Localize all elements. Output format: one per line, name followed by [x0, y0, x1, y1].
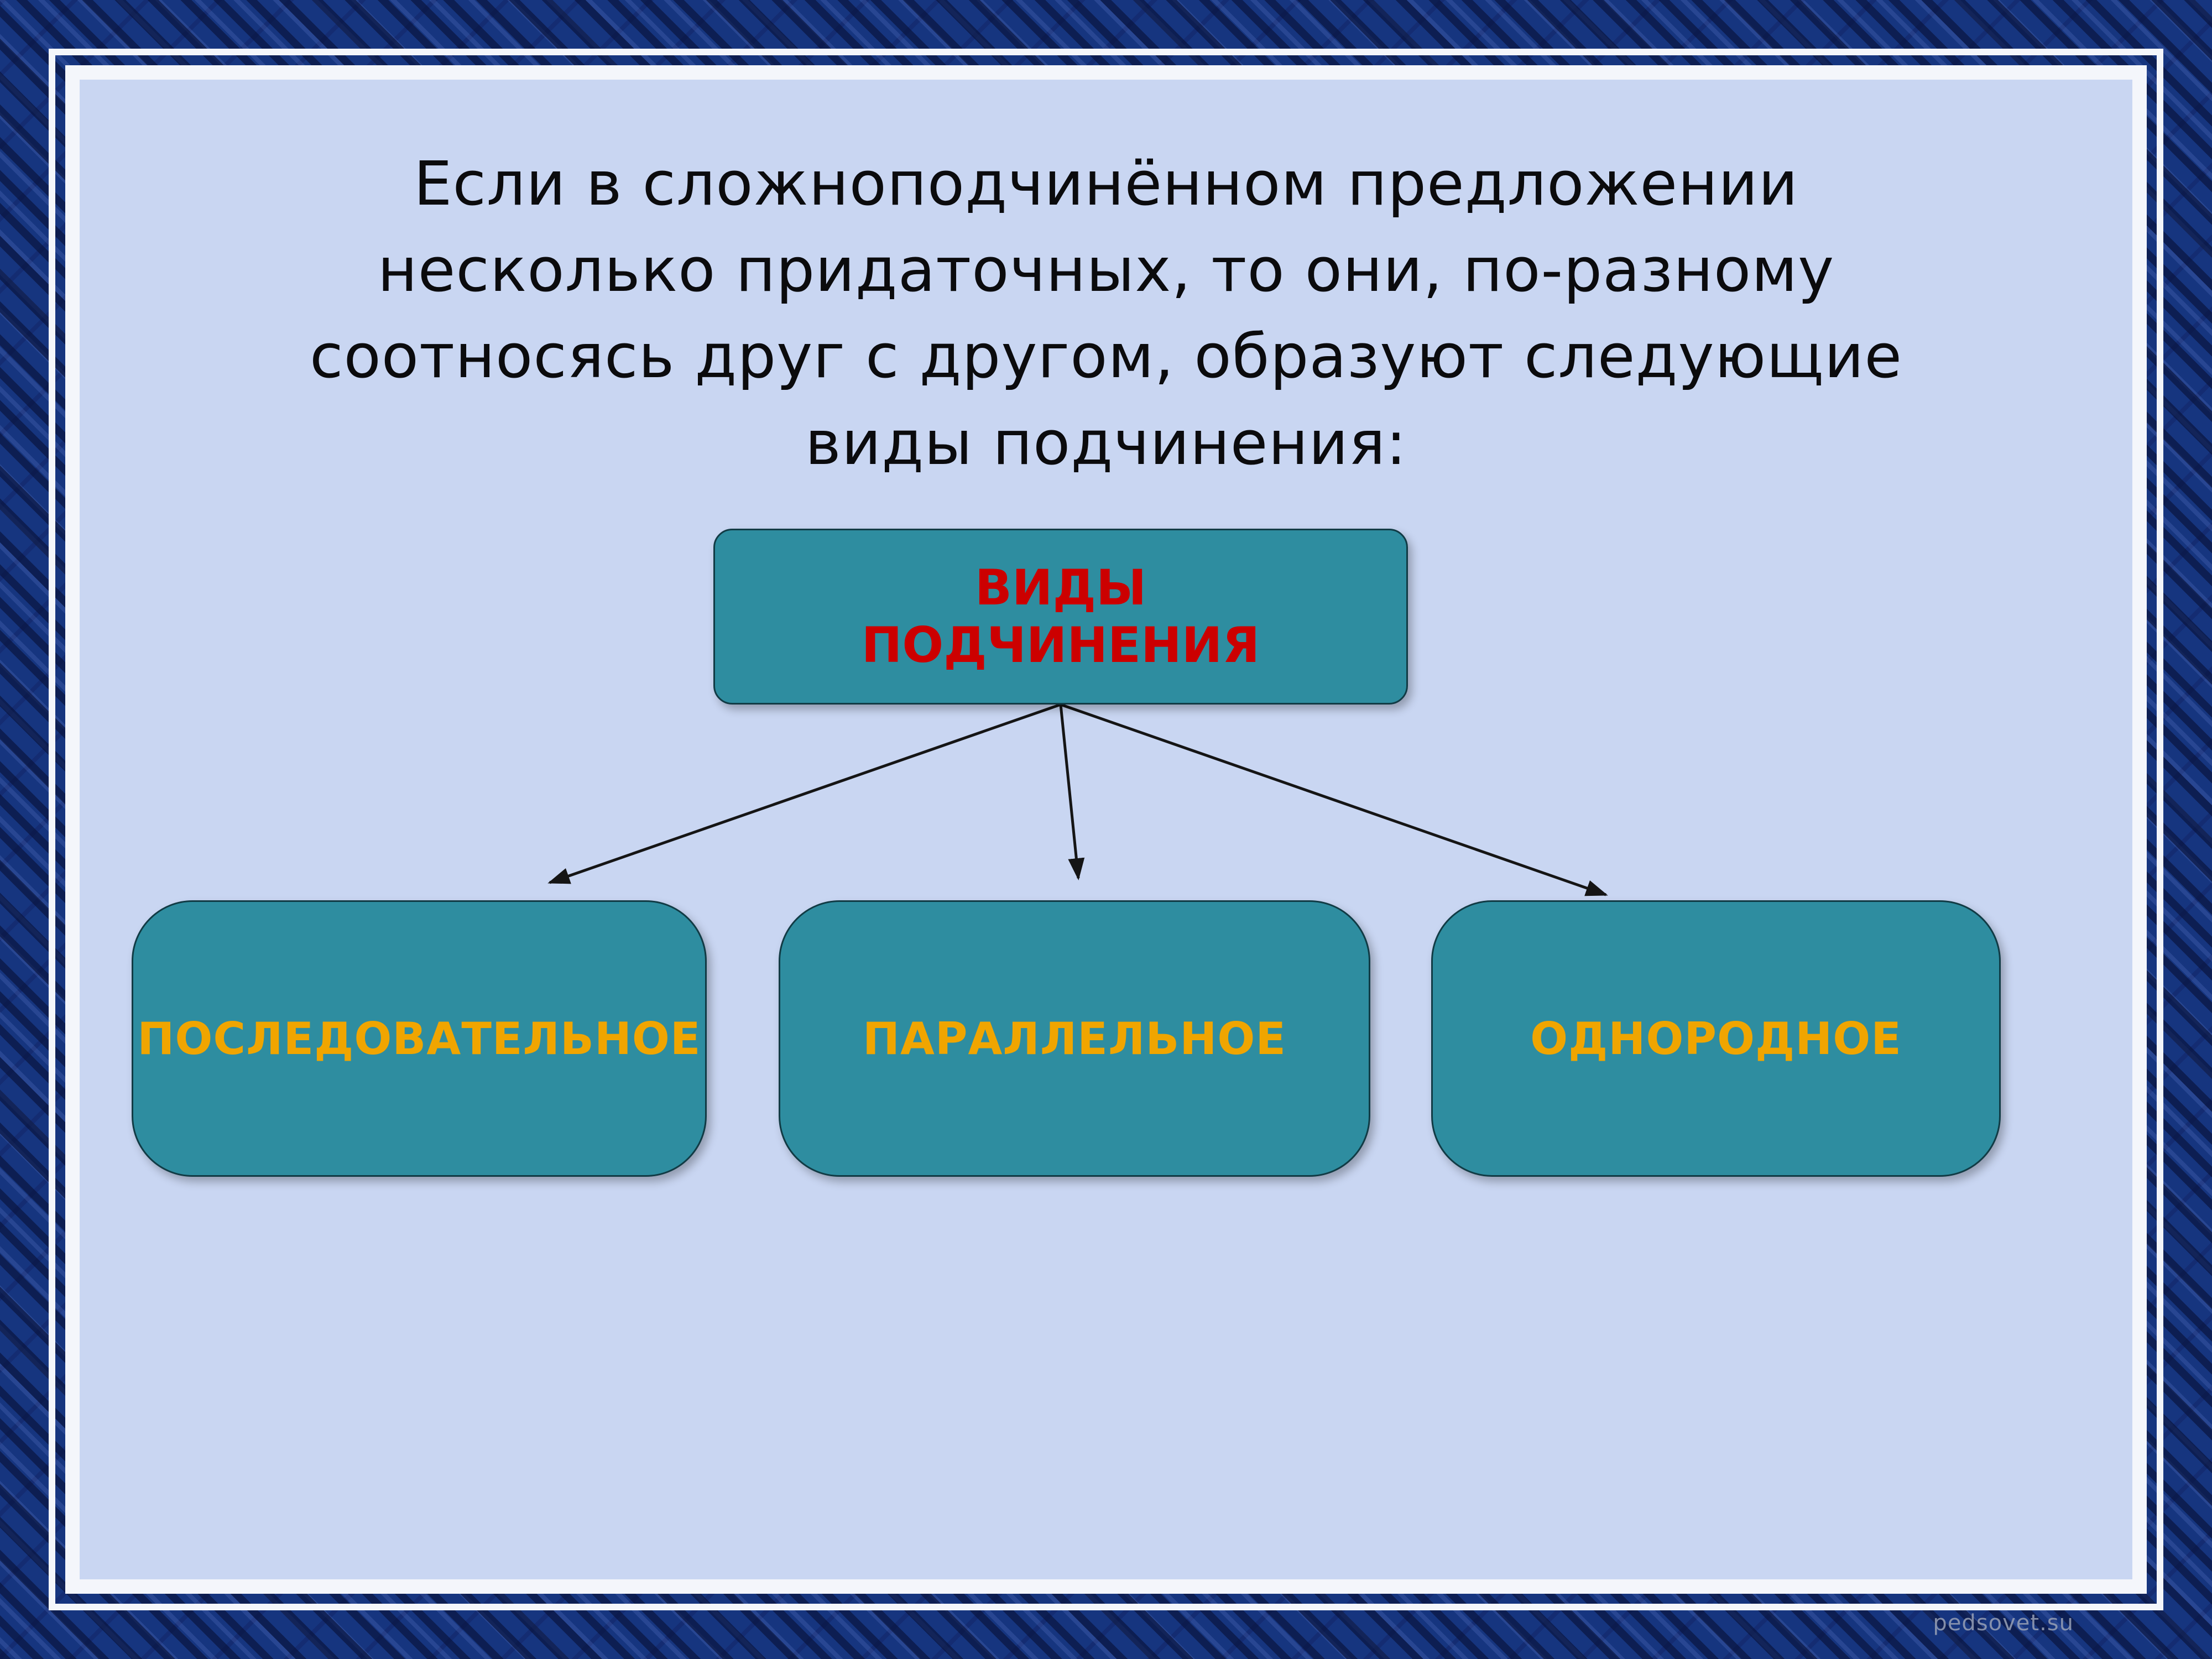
slide-title: Если в сложноподчинённом предложении нес… [80, 140, 2132, 486]
slide-title-line: соотносясь друг с другом, образуют следу… [309, 321, 1903, 392]
slide-title-line: Если в сложноподчинённом предложении [413, 148, 1799, 219]
child-box-odnorodnoe: ОДНОРОДНОЕ [1431, 900, 2001, 1177]
slide-frame: Если в сложноподчинённом предложении нес… [49, 49, 2163, 1610]
root-box-vidy-podchineniya: ВИДЫ ПОДЧИНЕНИЯ [713, 529, 1408, 705]
slide-title-line: виды подчинения: [805, 407, 1407, 478]
slide-title-line: несколько придаточных, то они, по-разном… [377, 234, 1835, 306]
child-box-label: ОДНОРОДНОЕ [1530, 1013, 1902, 1065]
child-box-label: ПАРАЛЛЕЛЬНОЕ [863, 1013, 1286, 1065]
watermark: pedsovet.su [1933, 1610, 2074, 1636]
child-box-posledovatelnoe: ПОСЛЕДОВАТЕЛЬНОЕ [132, 900, 707, 1177]
root-box-label-line: ПОДЧИНЕНИЯ [861, 617, 1260, 674]
slide: Если в сложноподчинённом предложении нес… [65, 65, 2147, 1594]
root-box-label-line: ВИДЫ [974, 559, 1147, 617]
arrow-to-sequential [547, 703, 1061, 884]
arrow-to-homogeneous [1060, 703, 1608, 896]
arrow-to-parallel [1059, 704, 1085, 880]
child-box-parallelnoe: ПАРАЛЛЕЛЬНОЕ [779, 900, 1370, 1177]
child-box-label: ПОСЛЕДОВАТЕЛЬНОЕ [137, 1013, 701, 1065]
